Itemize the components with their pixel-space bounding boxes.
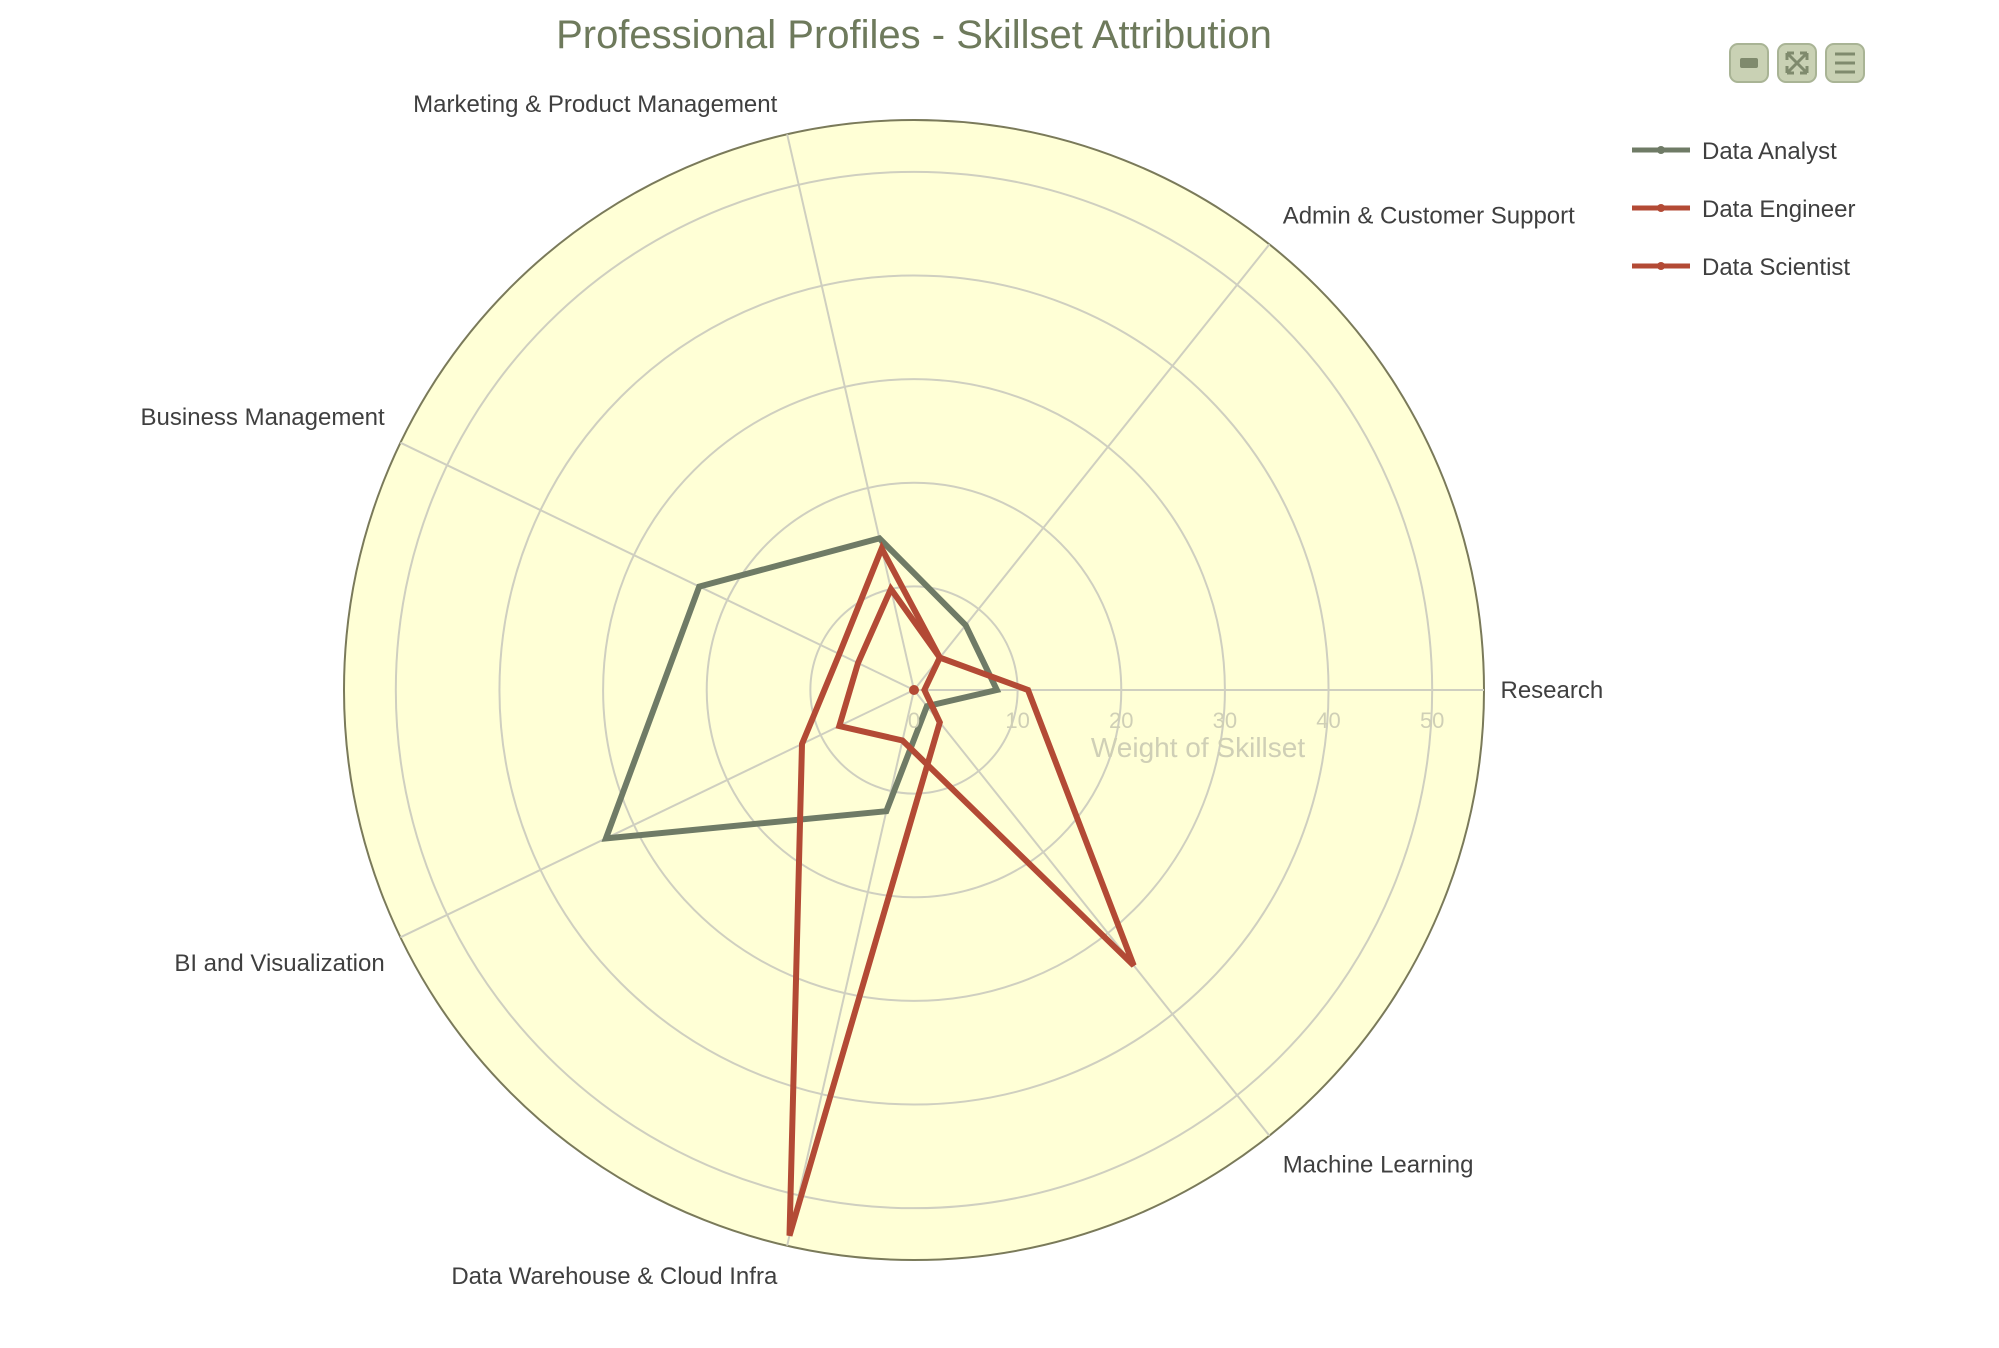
menu-button[interactable] xyxy=(1825,43,1865,83)
spoke-line xyxy=(913,243,1271,691)
spoke-line xyxy=(400,441,915,691)
minimize-button[interactable] xyxy=(1729,43,1769,83)
spoke-line xyxy=(400,689,915,939)
radial-tick-label: 40 xyxy=(1316,708,1340,733)
radial-tick-label: 0 xyxy=(908,708,920,733)
legend-item[interactable]: Data Analyst xyxy=(1632,138,1837,165)
spoke-line xyxy=(786,689,915,1246)
series-data-scientist xyxy=(835,582,1137,968)
legend-label: Data Engineer xyxy=(1702,196,1855,223)
minimize-icon xyxy=(1740,58,1758,68)
spoke-line xyxy=(786,134,915,691)
tick-layer: 0 10 20 30 40 50 xyxy=(908,708,1445,733)
legend-marker xyxy=(1657,204,1665,212)
category-label: Research xyxy=(1501,677,1604,704)
toolbar xyxy=(1729,43,1865,83)
grid-layer xyxy=(394,134,1484,1246)
expand-icon xyxy=(1785,51,1809,75)
radial-tick-label: 30 xyxy=(1213,708,1237,733)
radial-tick-label: 50 xyxy=(1420,708,1444,733)
series-data-analyst xyxy=(601,535,1002,842)
fullscreen-button[interactable] xyxy=(1777,43,1817,83)
category-label: Marketing & Product Management xyxy=(413,91,778,118)
legend-marker xyxy=(1657,146,1665,154)
legend-label: Data Analyst xyxy=(1702,138,1837,165)
radial-axis-title: Weight of Skillset xyxy=(1091,732,1305,763)
legend-marker xyxy=(1657,262,1665,270)
legend-label: Data Scientist xyxy=(1702,254,1850,281)
category-label: Machine Learning xyxy=(1283,1151,1474,1178)
radial-tick-label: 20 xyxy=(1109,708,1133,733)
legend-item[interactable]: Data Scientist xyxy=(1632,254,1850,281)
category-label: BI and Visualization xyxy=(174,950,384,977)
category-label: Data Warehouse & Cloud Infra xyxy=(451,1263,778,1290)
category-label: Admin & Customer Support xyxy=(1283,203,1575,230)
hamburger-icon xyxy=(1835,52,1855,74)
category-label: Business Management xyxy=(141,404,385,431)
center-point xyxy=(909,685,919,695)
radial-tick-label: 10 xyxy=(1005,708,1029,733)
chart-title: Professional Profiles - Skillset Attribu… xyxy=(556,13,1272,57)
spoke-line xyxy=(913,689,1271,1137)
series-layer xyxy=(601,535,1137,1237)
legend-item[interactable]: Data Engineer xyxy=(1632,196,1855,223)
